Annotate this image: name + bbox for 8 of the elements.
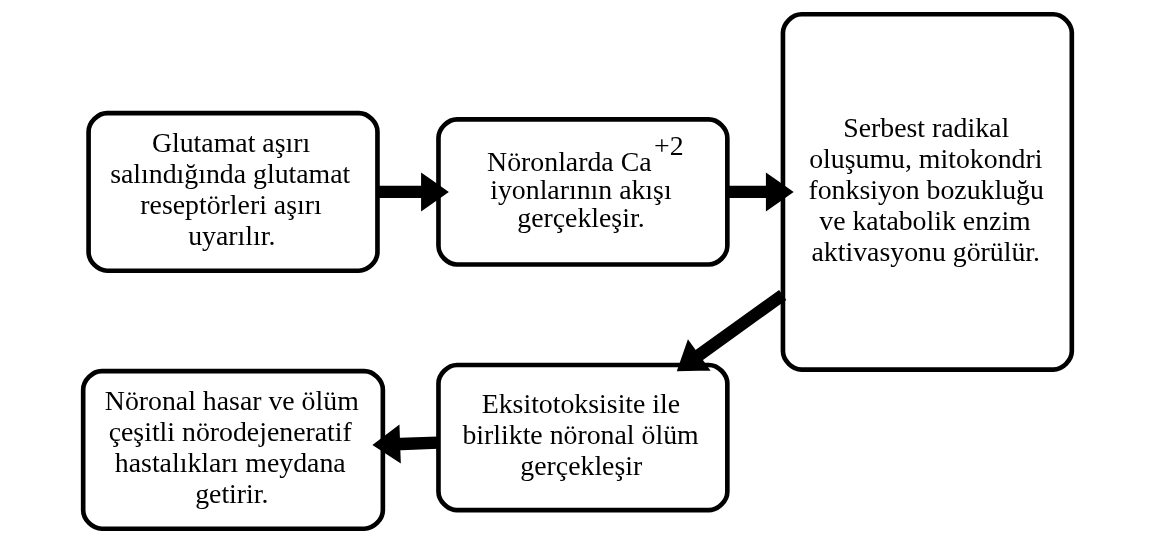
arrow: [727, 172, 794, 212]
arrow: [377, 172, 449, 212]
node-box: Glutamat aşırı salındığında glutamat reseptörleri aşırı uyarılır.: [85, 110, 380, 274]
arrow: [676, 289, 786, 372]
arrow: [371, 424, 438, 464]
node-box: Nöronal hasar ve ölüm çeşitli nörodejeneratif hastalıkları meydana getirir.: [80, 368, 385, 531]
node-box: Eksitotoksisite ile birlikte nöronal ölüm gerçekleşir: [435, 362, 730, 513]
node-box: Serbest radikal oluşumu, mitokondri fonksiyon bozukluğu ve katabolik enzim aktivasyonu görülür.: [780, 12, 1074, 372]
